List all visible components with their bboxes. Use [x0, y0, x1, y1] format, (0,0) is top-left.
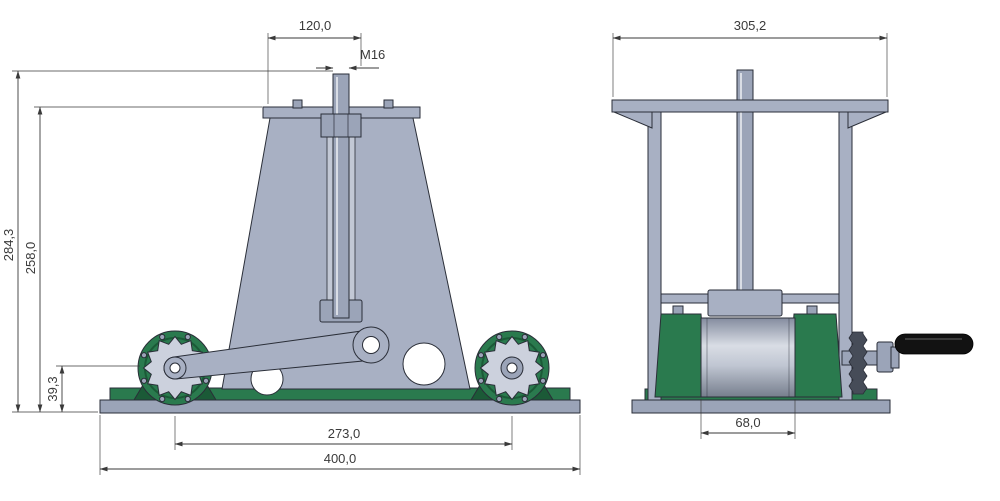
dim-thread: M16	[316, 47, 385, 71]
side-base-slab	[631, 399, 891, 414]
dim-label-400: 400,0	[324, 451, 357, 466]
front-crank-link	[163, 326, 390, 380]
dim-label-258: 258,0	[23, 242, 38, 275]
top-plate	[611, 99, 889, 113]
bearing-right	[474, 330, 550, 406]
link-boss-bore	[362, 336, 380, 354]
threaded-rod	[332, 73, 350, 319]
roller-assembly	[654, 305, 843, 398]
crank-handle-grip	[894, 333, 974, 355]
front-base	[99, 387, 581, 414]
roller-drum	[700, 317, 796, 398]
flange-bolt-right	[383, 99, 394, 109]
dim-label-68: 68,0	[735, 415, 760, 430]
screw-press-block	[707, 289, 783, 317]
front-screw-assembly	[319, 73, 363, 323]
front-view	[99, 73, 581, 414]
dim-label-305: 305,2	[734, 18, 767, 33]
roller-bracket-right	[787, 313, 843, 398]
dim-flange-to-rod: 120,0	[267, 18, 362, 104]
crank-assembly	[841, 331, 974, 395]
dim-label-120: 120,0	[299, 18, 332, 33]
dim-label-39: 39,3	[45, 376, 60, 401]
dim-label-284: 284,3	[1, 229, 16, 262]
dim-top-plate-width: 305,2	[612, 18, 888, 97]
top-plate-gusset-left	[613, 111, 653, 129]
side-sprocket-edge	[848, 331, 868, 395]
side-view	[611, 69, 974, 414]
crank-collar	[890, 346, 900, 369]
dim-overall-height: 284,3	[1, 70, 333, 413]
top-plate-gusset-right	[847, 111, 887, 129]
dim-roller-width: 68,0	[700, 399, 796, 439]
dim-label-m16: M16	[360, 47, 385, 62]
dim-base-width: 400,0	[99, 415, 581, 475]
side-top-plate	[611, 99, 889, 129]
rod-nut	[320, 113, 362, 138]
frame-hole-right	[402, 342, 446, 386]
dim-axle-height: 39,3	[45, 365, 140, 413]
dim-axle-span: 273,0	[174, 416, 513, 450]
dim-frame-height: 258,0	[23, 106, 262, 413]
bracket-bolt-left	[672, 305, 684, 315]
dimensions: 120,0 M16 284,3 258,0 39,3 273,	[1, 18, 888, 475]
flange-bolt-left	[292, 99, 303, 109]
link-arm-hub-bore	[169, 362, 181, 374]
roller-bracket-left	[654, 313, 708, 398]
dim-label-273: 273,0	[328, 426, 361, 441]
bracket-bolt-right	[806, 305, 818, 315]
side-screw-assembly	[707, 69, 783, 317]
